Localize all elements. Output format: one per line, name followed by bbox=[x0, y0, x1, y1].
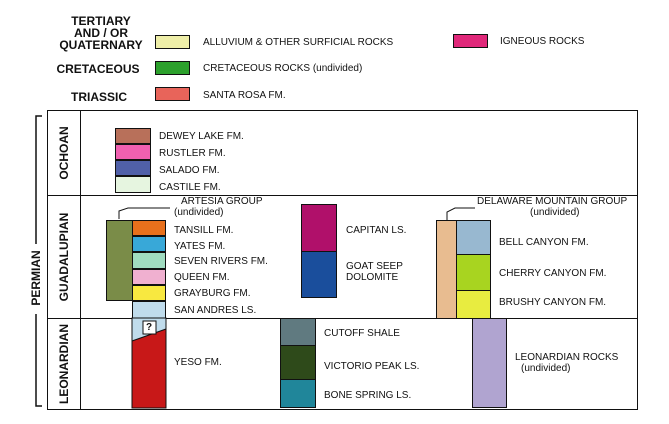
tertiary-line-3: QUATERNARY bbox=[59, 38, 143, 52]
yeso-label: YESO FM. bbox=[174, 357, 222, 368]
alluvium-swatch bbox=[155, 35, 190, 49]
queen-label: QUEEN FM. bbox=[174, 272, 230, 283]
igneous-label: IGNEOUS ROCKS bbox=[500, 36, 585, 47]
capitan-block bbox=[301, 204, 337, 252]
tansill-label: TANSILL FM. bbox=[174, 225, 234, 236]
leonardian-label-cell bbox=[47, 318, 81, 410]
cutoff-label: CUTOFF SHALE bbox=[324, 328, 400, 339]
cherry-canyon-label: CHERRY CANYON FM. bbox=[499, 268, 607, 279]
yates-label: YATES FM. bbox=[174, 241, 226, 252]
salado-block bbox=[115, 160, 151, 176]
cretaceous-swatch bbox=[155, 61, 190, 75]
brushy-canyon-label: BRUSHY CANYON FM. bbox=[499, 297, 607, 308]
santa-rosa-swatch bbox=[155, 87, 190, 101]
alluvium-label: ALLUVIUM & OTHER SURFICIAL ROCKS bbox=[203, 37, 394, 48]
yates-block bbox=[132, 236, 166, 252]
capitan-label: CAPITAN LS. bbox=[346, 225, 407, 236]
question-box bbox=[142, 320, 157, 335]
rustler-label: RUSTLER FM. bbox=[159, 148, 226, 159]
delaware-undivided-label: (undivided) bbox=[530, 207, 580, 218]
grayburg-block bbox=[132, 285, 166, 301]
artesia-undivided-label: (undivided) bbox=[174, 207, 224, 218]
seven-rivers-label: SEVEN RIVERS FM. bbox=[174, 256, 268, 267]
victorio-block bbox=[280, 345, 316, 380]
san-andres-label: SAN ANDRES LS. bbox=[174, 305, 257, 316]
goat-seep-block bbox=[301, 251, 337, 298]
dewey-lake-label: DEWEY LAKE FM. bbox=[159, 131, 244, 142]
legend-triassic-label: TRIASSIC bbox=[70, 90, 127, 104]
delaware-group-label: DELAWARE MOUNTAIN GROUP bbox=[477, 196, 628, 207]
cutoff-block bbox=[280, 318, 316, 346]
salado-label: SALADO FM. bbox=[159, 165, 220, 176]
tertiary-line-2: AND / OR bbox=[74, 26, 128, 40]
goat-seep-label-2: DOLOMITE bbox=[346, 272, 399, 283]
artesia-block bbox=[106, 220, 133, 301]
castile-block bbox=[115, 176, 151, 193]
leonardian-undivided-label: (undivided) bbox=[521, 363, 571, 374]
seven-rivers-block bbox=[132, 252, 166, 269]
question-mark: ? bbox=[146, 322, 153, 333]
artesia-group-label: ARTESIA GROUP bbox=[181, 196, 263, 207]
igneous-swatch bbox=[453, 34, 488, 48]
bone-spring-label: BONE SPRING LS. bbox=[324, 390, 412, 401]
legend-tertiary-label: TERTIARY AND / OR QUATERNARY bbox=[55, 15, 147, 51]
leonardian-rocks-block bbox=[472, 318, 507, 408]
bell-canyon-block bbox=[456, 220, 491, 255]
grayburg-label: GRAYBURG FM. bbox=[174, 288, 251, 299]
cretaceous-rocks-label: CRETACEOUS ROCKS (undivided) bbox=[203, 63, 363, 74]
leonardian-rocks-label: LEONARDIAN ROCKS bbox=[515, 352, 619, 363]
legend-cretaceous-label: CRETACEOUS bbox=[56, 62, 140, 76]
santa-rosa-label: SANTA ROSA FM. bbox=[203, 90, 286, 101]
castile-label: CASTILE FM. bbox=[159, 182, 221, 193]
tertiary-line-1: TERTIARY bbox=[71, 14, 131, 28]
victorio-label: VICTORIO PEAK LS. bbox=[324, 361, 420, 372]
tansill-block bbox=[132, 220, 166, 236]
rustler-block bbox=[115, 144, 151, 160]
goat-seep-label-1: GOAT SEEP bbox=[346, 261, 403, 272]
queen-block bbox=[132, 269, 166, 285]
bone-spring-block bbox=[280, 379, 316, 408]
dewey-lake-block bbox=[115, 128, 151, 144]
brushy-canyon-block bbox=[456, 290, 491, 319]
bell-canyon-label: BELL CANYON FM. bbox=[499, 237, 589, 248]
